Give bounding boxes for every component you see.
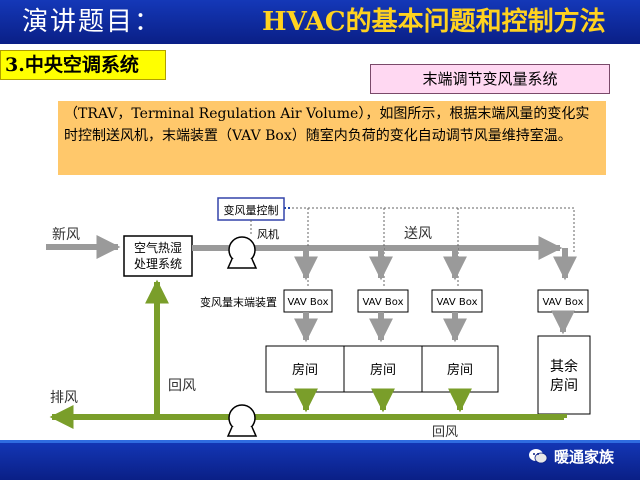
vav-control-label: 变风量控制 [224,203,279,217]
return-air-bottom-label: 回风 [432,425,458,440]
wechat-icon [529,449,548,464]
vav-system-diagram: 新风 空气热湿 处理系统 送风 风机 变风量控制 变风量末端装置 VAV Box… [46,197,591,440]
air-handler-label-1: 空气热湿 [134,240,182,255]
room-1 [265,345,345,393]
watermark: 暖通家族 [528,441,614,471]
supply-air-label: 送风 [404,226,432,242]
exhaust-label: 排风 [50,390,78,406]
return-fan-icon [226,404,258,437]
footer-accent [0,440,640,443]
watermark-text: 暖通家族 [554,447,615,466]
other-rooms [537,335,591,415]
other-rooms-label-2: 房间 [550,378,578,394]
section-label: 3.中央空调系统 [0,50,166,80]
fan-label: 风机 [257,227,279,241]
room-3-label: 房间 [447,362,473,378]
room-1-label: 房间 [292,362,318,378]
vav-box-1-label: VAV Box [287,297,328,308]
slide-title: HVAC的基本问题和控制方法 [262,7,606,37]
air-handler-label-2: 处理系统 [134,257,182,271]
vav-box-4-label: VAV Box [542,297,583,308]
vav-terminal-label: 变风量末端装置 [200,295,277,309]
control-signal-line [284,207,575,254]
room-3 [421,345,499,393]
speech-title-label: 演讲题目： [22,7,163,37]
vav-box-2-label: VAV Box [362,297,403,308]
room-2-label: 房间 [370,362,396,378]
other-rooms-label-1: 其余 [550,358,578,375]
header-bar [0,0,640,44]
air-handler-box [123,235,193,277]
fresh-air-label: 新风 [52,227,80,243]
supply-fan-icon [226,236,258,269]
description-box: （TRAV，Terminal Regulation Air Volume），如图… [58,101,606,175]
system-type-label: 末端调节变风量系统 [370,64,610,94]
vav-box-3-label: VAV Box [436,297,477,308]
return-air-left-label: 回风 [168,378,196,394]
